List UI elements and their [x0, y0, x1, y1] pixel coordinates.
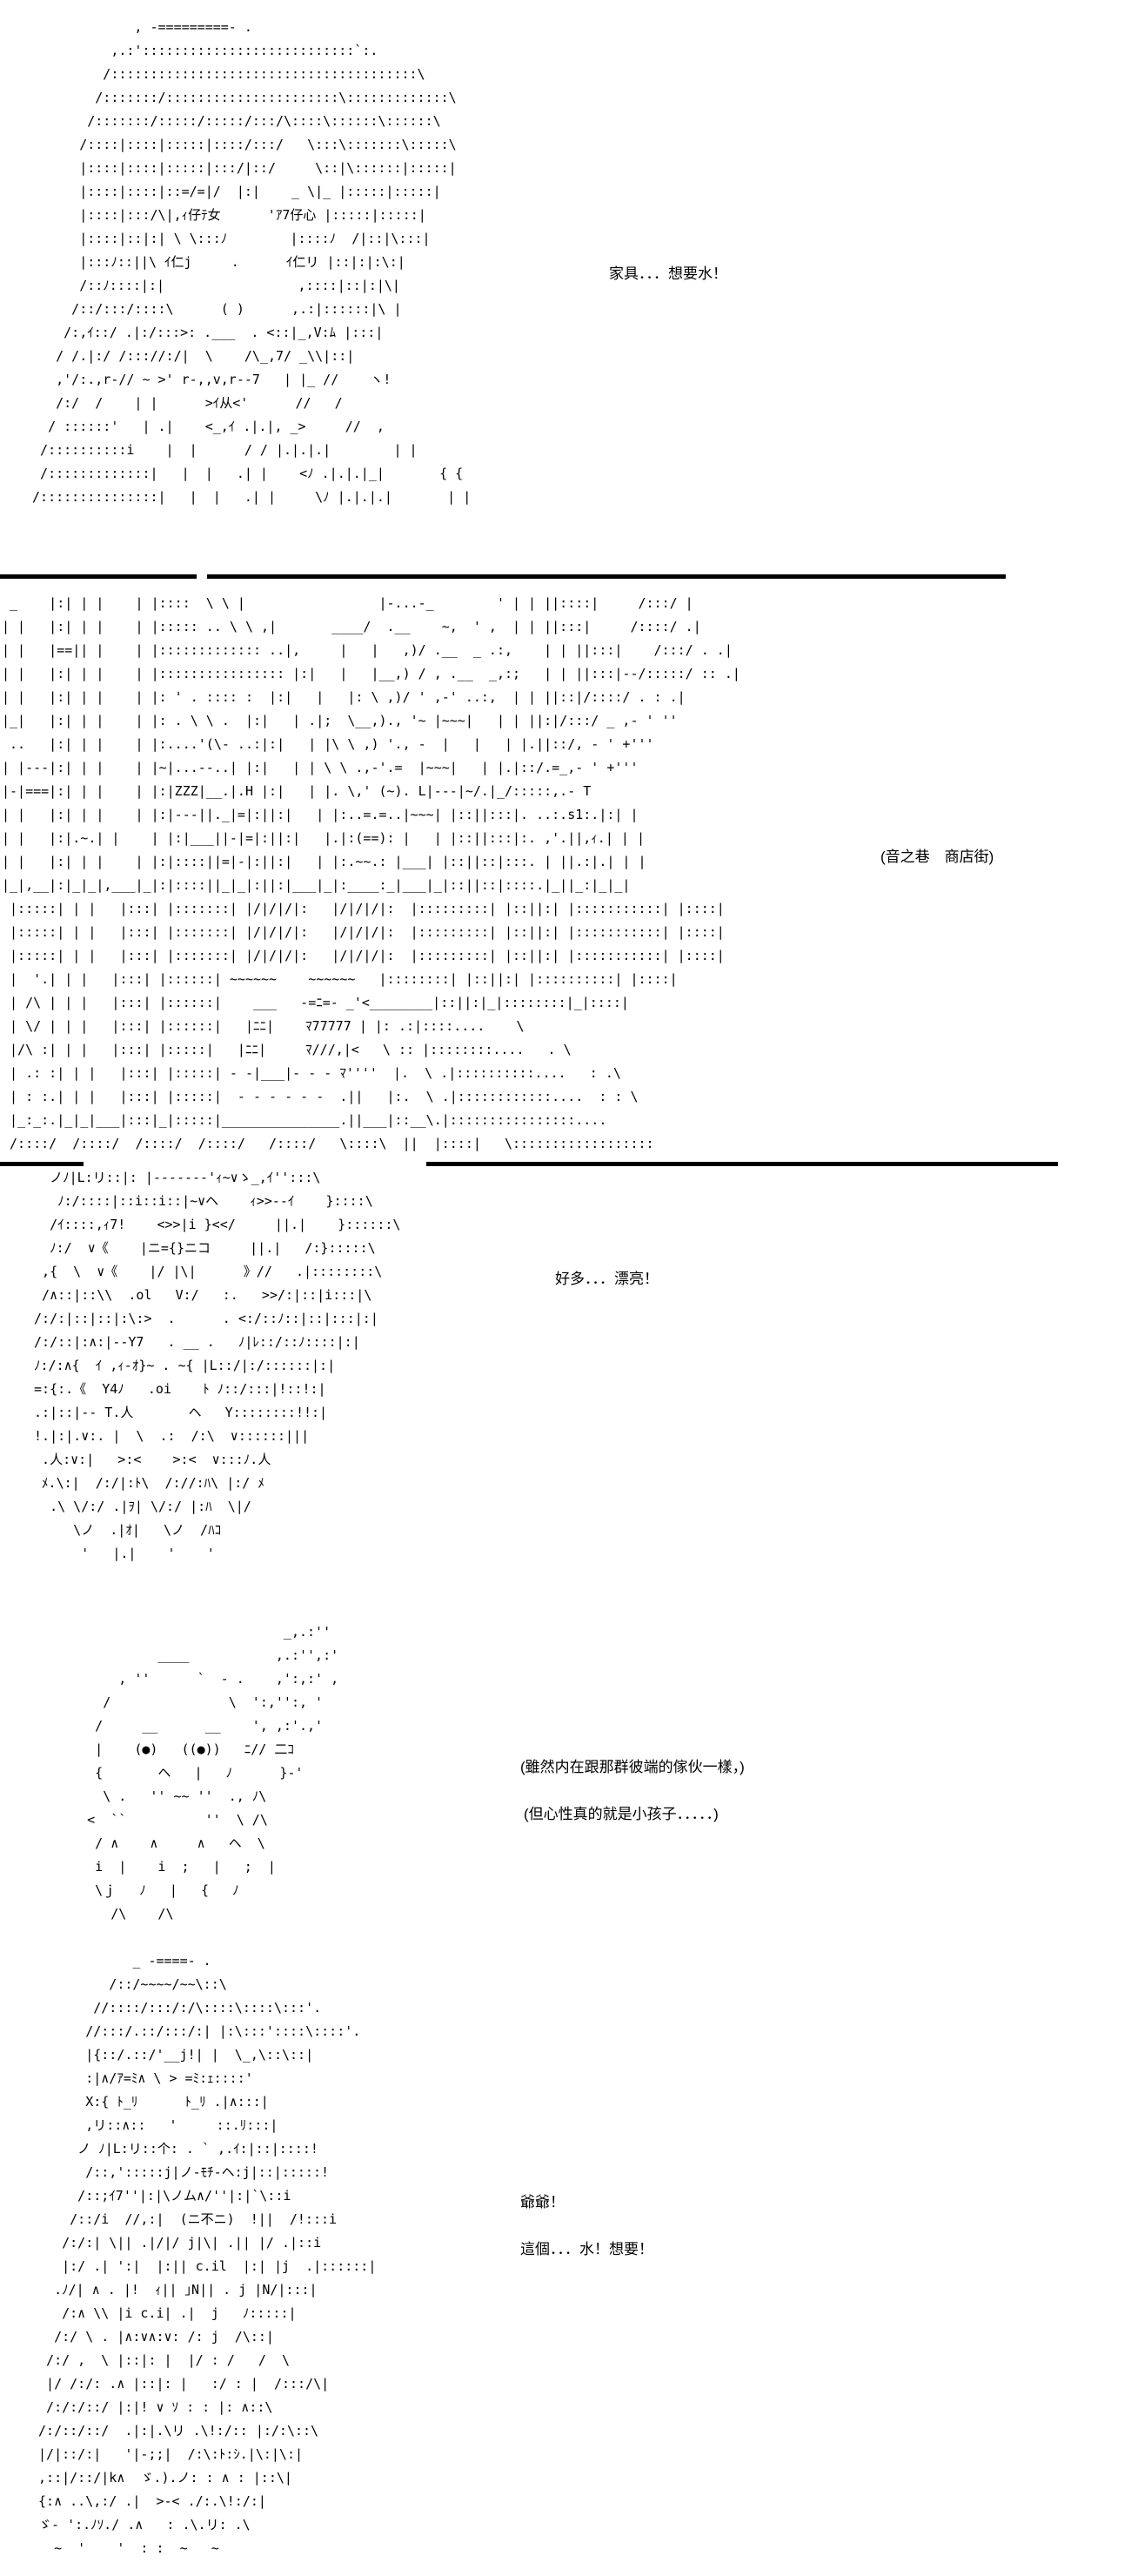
- dialogue-line-2-location: (音之巷 商店街): [880, 849, 994, 865]
- horizontal-rule-2-left: [0, 1162, 84, 1166]
- dialogue-line-4a: (雖然内在跟那群彼端的傢伙一樣，): [520, 1759, 745, 1775]
- horizontal-rule-2-right: [426, 1162, 1058, 1166]
- ascii-art-girl-dress: ノﾉ|L:リ::|: |-------'ｨ~∨ゝ_,ｲ'':::\ ﾉ:/:::…: [34, 1170, 401, 1561]
- ascii-art-street-scene: _ |:| | | | |:::: \ \ | |-...-_ ' | | ||…: [2, 595, 740, 1151]
- horizontal-rule-1-right: [207, 574, 1006, 579]
- dialogue-line-5b: 這個．．．水！想要！: [520, 2241, 653, 2257]
- ascii-art-chibi: _,.:'' ____ ,.:'',:' , '' ` - . ,':,:' ,…: [87, 1624, 339, 1922]
- dialogue-line-3: 好多．．．漂亮！: [555, 1271, 659, 1287]
- dialogue-line-1: 家具．．．想要水！: [609, 265, 727, 282]
- dialogue-line-4b: (但心性真的就是小孩子．．．．．): [524, 1806, 719, 1822]
- ascii-art-girl-portrait: , -=========- . ,.:'::::::::::::::::::::…: [32, 19, 472, 505]
- dialogue-line-5a: 爺爺！: [520, 2194, 565, 2210]
- horizontal-rule-1-left: [0, 574, 197, 579]
- ascii-art-girl-fullbody: _ -====- . /::/~~~~/~~\::\ //::::/:::/:/…: [38, 1953, 377, 2556]
